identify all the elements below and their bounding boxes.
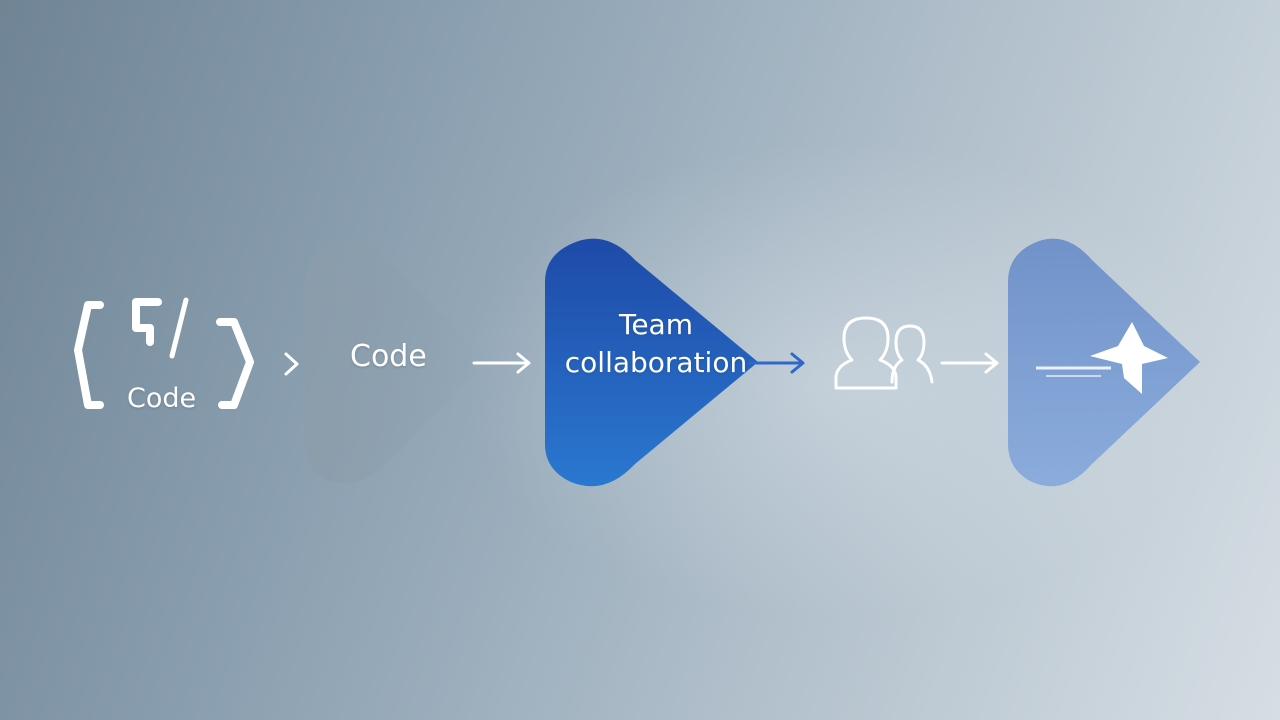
chevron-right-icon [284,352,299,376]
step-deploy-shape [1008,238,1200,487]
step-team-label: Team collaboration [556,306,756,382]
plane-icon [1090,322,1168,394]
users-icon [834,316,934,390]
arrow-right-icon [748,352,805,374]
step-code-shape [306,240,488,484]
step-code-label: Code [350,339,427,374]
step-team-label-line1: Team [618,308,693,341]
arrow-right-icon [940,352,999,374]
code-icon-label: Code [127,383,197,414]
code-brackets-icon [74,297,254,409]
arrow-right-icon [472,352,531,374]
step-team-label-line2: collaboration [564,346,748,379]
step-team-shape [545,238,758,487]
